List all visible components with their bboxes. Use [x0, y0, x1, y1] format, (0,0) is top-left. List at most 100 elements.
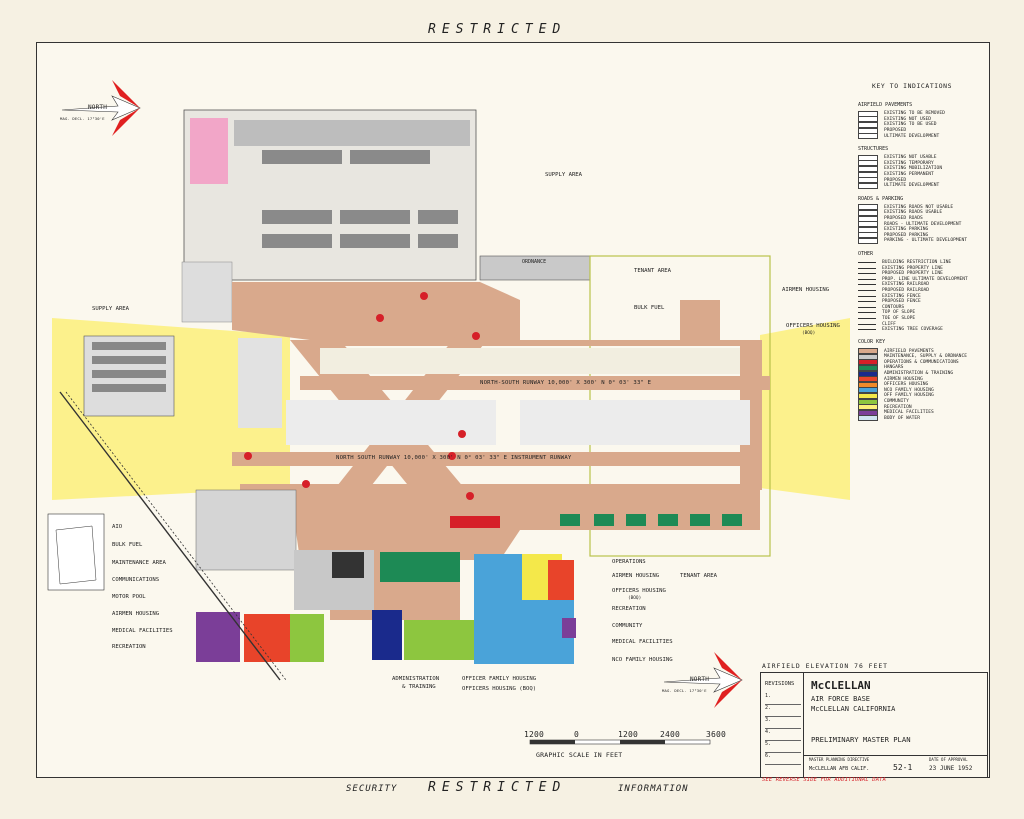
- airmen-housing-left-label: AIRMEN HOUSING: [112, 611, 160, 617]
- scale-tick: 3600: [706, 730, 727, 739]
- legend-label: ROADS - ULTIMATE DEVELOPMENT: [884, 221, 962, 227]
- reverse-side-note: SEE REVERSE SIDE FOR ADDITIONAL DATA: [762, 777, 887, 783]
- legend-swatch: [858, 359, 878, 366]
- legend-label: OPERATIONS & COMMUNICATIONS: [884, 359, 959, 365]
- declination-top: MAG. DECL. 17°30'E: [60, 116, 105, 121]
- legend-label: EXISTING FENCE: [882, 293, 921, 299]
- office-label: McCLELLAN AFB CALIF.: [809, 766, 870, 772]
- legend-swatch: [858, 221, 878, 228]
- legend-swatch: [858, 381, 878, 388]
- legend-airfield-heading: AIRFIELD PAVEMENTS: [858, 102, 913, 108]
- legend-row: EXISTING ROADS NOT USABLE: [858, 204, 980, 211]
- legend-label: PARKING - ULTIMATE DEVELOPMENT: [884, 238, 967, 244]
- legend-structures-heading: STRUCTURES: [858, 145, 889, 152]
- legend-label: PROPOSED FENCE: [882, 299, 921, 305]
- legend-row: PROPOSED PROPERTY LINE: [858, 271, 980, 277]
- north-arrow-bottom: [663, 652, 743, 708]
- base-subtitle: AIR FORCE BASE: [811, 695, 871, 703]
- legend-row: PROP. LINE ULTIMATE DEVELOPMENT: [858, 276, 980, 282]
- admin-label: ADMINISTRATION: [392, 676, 440, 682]
- legend-swatch: [858, 392, 878, 399]
- airfield-apron: [232, 282, 520, 340]
- legend-label: PROPOSED PROPERTY LINE: [882, 271, 943, 277]
- north-label-bottom: NORTH: [690, 676, 710, 683]
- legend-row: EXISTING TO BE REMOVED: [858, 110, 980, 117]
- legend-swatch: [858, 165, 878, 172]
- legend-row: EXISTING PERMANENT: [858, 171, 980, 178]
- legend-label: EXISTING TO BE USED: [884, 122, 937, 128]
- legend-color-row: AIRFIELD PAVEMENTS: [858, 348, 980, 355]
- legend-swatch: [858, 261, 876, 263]
- legend-label: EXISTING MOBILIZATION: [884, 166, 943, 172]
- legend-swatch: [858, 329, 876, 331]
- information-label: INFORMATION: [618, 784, 689, 794]
- legend-swatch: [858, 301, 876, 303]
- legend-swatch: [858, 171, 878, 178]
- legend-swatch: [858, 370, 878, 377]
- legend-swatch: [858, 116, 878, 123]
- supply-area-top-label: SUPPLY AREA: [545, 172, 583, 178]
- main-apron: [290, 490, 760, 560]
- approach-zone-north-right: [760, 318, 850, 500]
- declination-bottom: MAG. DECL. 17°30'E: [662, 688, 707, 693]
- maintenance-area: [195, 489, 297, 571]
- legend-label: EXISTING TO BE REMOVED: [884, 111, 945, 117]
- legend-roads-heading: ROADS & PARKING: [858, 195, 904, 202]
- medical-facilities-left-label: MEDICAL FACILITIES: [112, 628, 173, 634]
- legend-swatch: [858, 121, 878, 128]
- revision-line: 2.: [765, 705, 801, 717]
- legend-label: PROPOSED RAILROAD: [882, 287, 930, 293]
- motor-pool-label: MOTOR POOL: [112, 594, 146, 600]
- legend-row: ULTIMATE DEVELOPMENT: [858, 182, 980, 189]
- scale-tick: 2400: [660, 730, 681, 739]
- location-inset: [47, 513, 105, 591]
- legend-swatch: [858, 312, 876, 314]
- legend-row: PROPOSED: [858, 177, 980, 184]
- legend-swatch: [858, 232, 878, 239]
- legend-color-row: AIRMEN HOUSING: [858, 376, 980, 383]
- legend-label: TOP OF SLOPE: [882, 310, 916, 316]
- legend-row: EXISTING TO BE USED: [858, 121, 980, 128]
- north-label-top: NORTH: [88, 104, 108, 111]
- legend-row: PROPOSED PARKING: [858, 232, 980, 239]
- tenant-area-mid-label: TENANT AREA: [680, 573, 718, 579]
- legend-color-row: OPERATIONS & COMMUNICATIONS: [858, 359, 980, 366]
- legend-label: OFF FAMILY HOUSING: [884, 393, 934, 399]
- revision-line: 1.: [765, 693, 801, 705]
- airmen-housing-left: [244, 614, 290, 662]
- legend-row: ROADS - ULTIMATE DEVELOPMENT: [858, 221, 980, 228]
- scale-tick: 1200: [524, 730, 545, 739]
- legend-row: TOE OF SLOPE: [858, 316, 980, 322]
- medical-facilities-mid-label: MEDICAL FACILITIES: [612, 639, 673, 645]
- legend-label: EXISTING NOT USED: [884, 116, 932, 122]
- legend-swatch: [858, 209, 878, 216]
- legend-label: AIRFIELD PAVEMENTS: [884, 348, 934, 354]
- communications-label: COMMUNICATIONS: [112, 577, 160, 583]
- legend-label: HANGARS: [884, 365, 904, 371]
- legend-color-row: OFFICERS HOUSING: [858, 381, 980, 388]
- legend-label: EXISTING PARKING: [884, 227, 929, 233]
- legend-swatch: [858, 278, 876, 280]
- medical-facilities: [196, 612, 240, 662]
- legend-color-row: ADMINISTRATION & TRAINING: [858, 370, 980, 377]
- legend-label: EXISTING TREE COVERAGE: [882, 327, 943, 333]
- legend-title: KEY TO INDICATIONS: [872, 82, 953, 90]
- master-planning-label: MASTER PLANNING DIRECTIVE: [809, 757, 870, 762]
- legend-color-row: MEDICAL FACILITIES: [858, 409, 980, 416]
- legend-row: PROPOSED RAILROAD: [858, 288, 980, 294]
- legend-swatch: [858, 306, 876, 308]
- legend-color-row: NCO FAMILY HOUSING: [858, 387, 980, 394]
- legend-swatch: [858, 409, 878, 416]
- legend-label: BODY OF WATER: [884, 415, 920, 421]
- revision-line: 5.: [765, 741, 801, 753]
- legend-label: EXISTING PROPERTY LINE: [882, 265, 943, 271]
- legend-swatch: [858, 376, 878, 383]
- legend-row: CONTOURS: [858, 304, 980, 310]
- legend-label: ADMINISTRATION & TRAINING: [884, 371, 954, 377]
- legend-label: NCO FAMILY HOUSING: [884, 387, 934, 393]
- legend-row: CLIFF: [858, 321, 980, 327]
- legend-swatch: [858, 317, 876, 319]
- community-label: COMMUNITY: [612, 623, 643, 629]
- legend-color-row: RECREATION: [858, 404, 980, 411]
